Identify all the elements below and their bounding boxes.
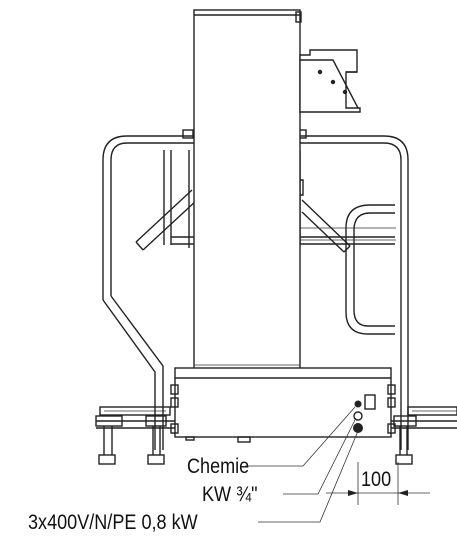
chemical-hopper [299,49,361,113]
control-cabinet [170,367,396,443]
leader-lines [245,406,359,523]
label-power-supply: 3x400V/N/PE 0,8 kW [28,511,198,534]
dimension-label-100: 100 [361,468,392,491]
central-column [193,9,302,371]
label-kw: KW ¾" [202,483,258,506]
left-tube-frame [102,129,198,450]
dimension-100 [326,462,430,505]
label-chemie: Chemie [187,455,250,478]
